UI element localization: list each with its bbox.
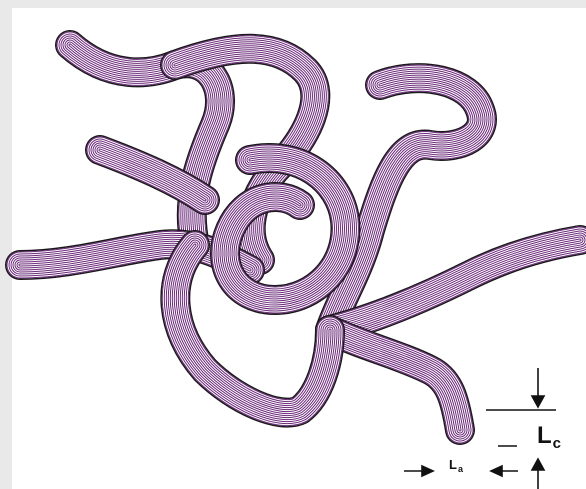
la-label: La [449,458,463,474]
lc-label: Lc [537,424,561,451]
bottom-strand [330,330,460,430]
